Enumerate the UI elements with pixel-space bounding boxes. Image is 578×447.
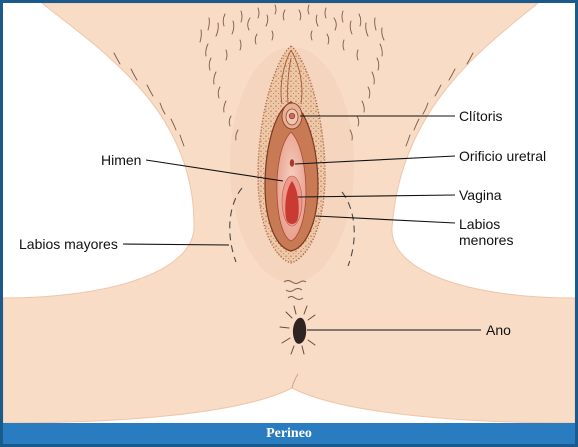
caption-title: Perineo	[266, 426, 312, 441]
label-labia-minora-line1: Labios	[459, 216, 500, 232]
perineum-illustration: Clítoris Orificio uretral Vagina Labios …	[3, 3, 575, 423]
label-clitoris: Clítoris	[459, 108, 503, 124]
label-hymen: Himen	[101, 152, 141, 168]
label-anus: Ano	[486, 322, 511, 338]
label-labia-minora-line2: menores	[459, 232, 513, 248]
clitoris-glans	[289, 113, 295, 119]
label-vagina: Vagina	[459, 187, 502, 203]
urethral-opening	[290, 159, 294, 167]
label-labia-majora: Labios mayores	[19, 236, 118, 252]
caption-bar: Perineo	[3, 423, 575, 444]
label-urethral-opening: Orificio uretral	[459, 148, 546, 164]
